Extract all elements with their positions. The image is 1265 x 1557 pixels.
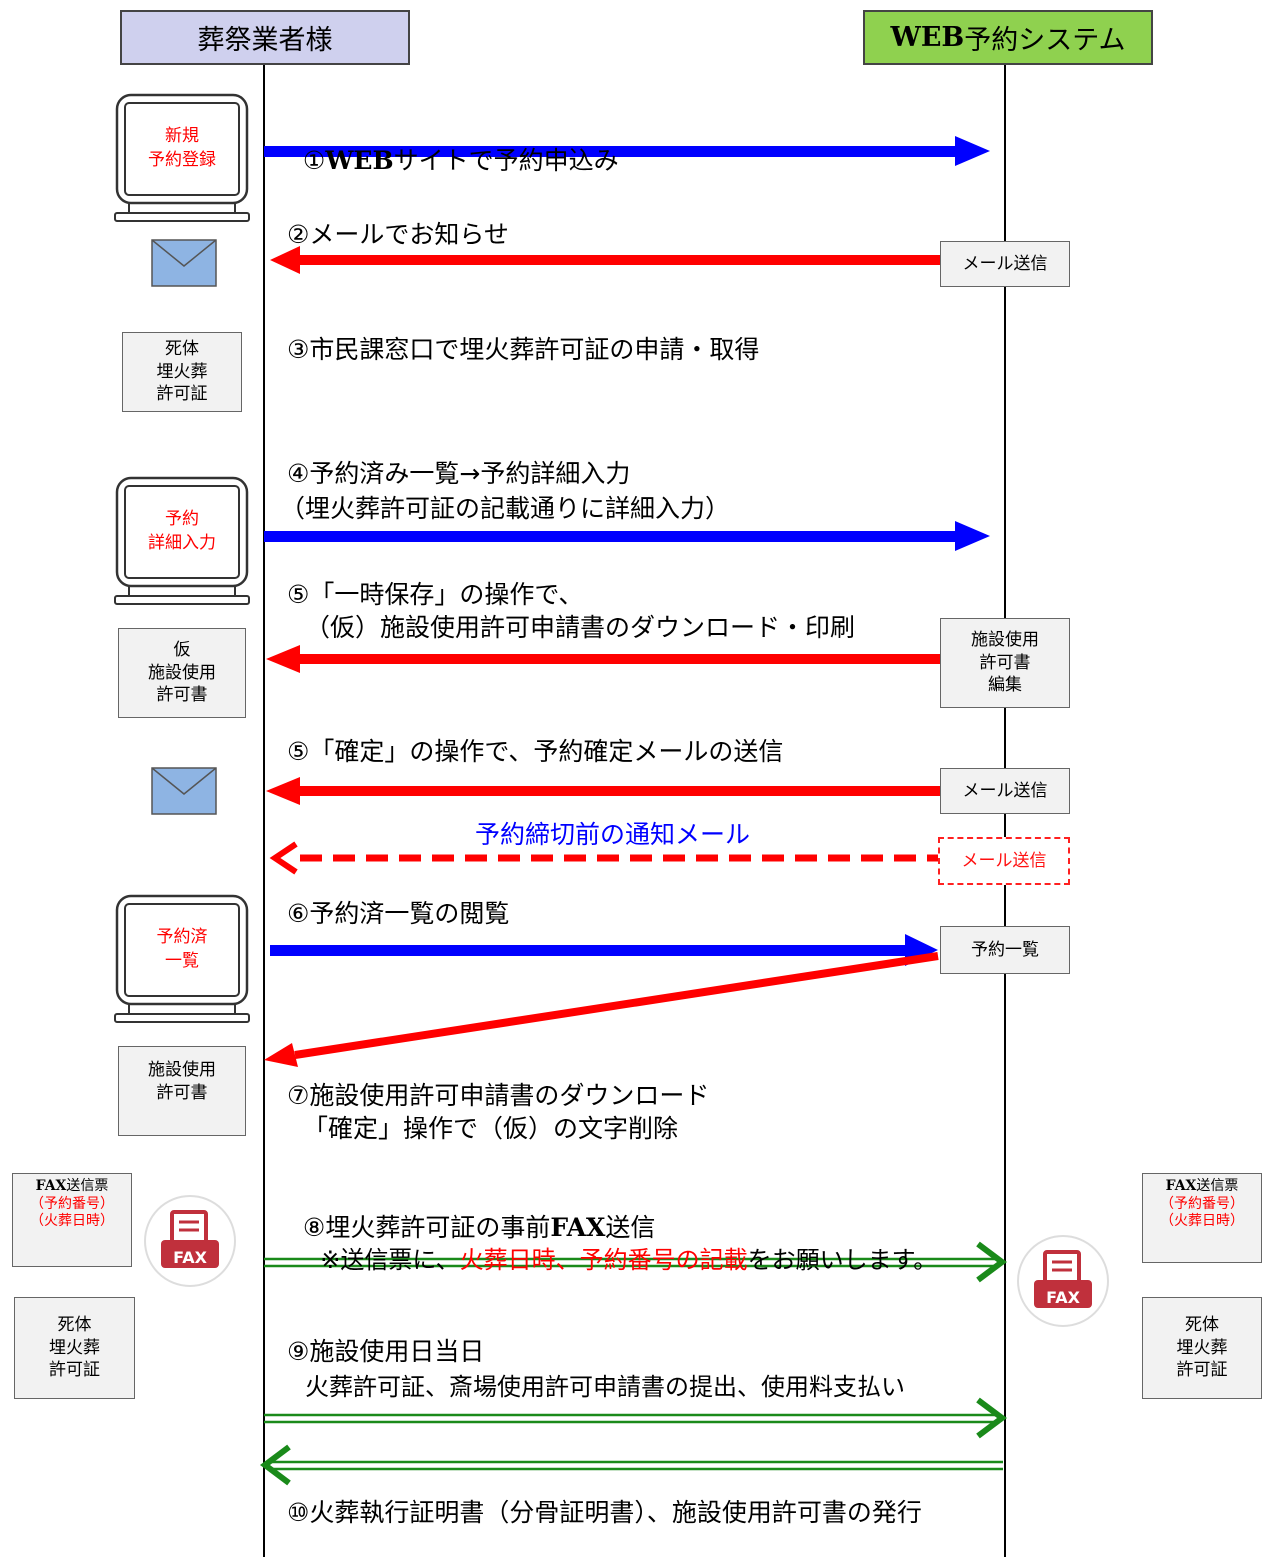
box-temp-facility-permit: 仮 施設使用 許可書 xyxy=(118,628,246,718)
actor-header-label: 葬祭業者様 xyxy=(197,25,333,56)
step4-label-line1: ④予約済み一覧→予約詳細入力 xyxy=(287,459,631,488)
box-reservation-list: 予約一覧 xyxy=(940,926,1070,974)
step1-label: ①WEBサイトで予約申込み xyxy=(287,110,619,178)
step8-note-pre: ※送信票に、 xyxy=(320,1246,460,1275)
step9-label-line1: ⑨施設使用日当日 xyxy=(287,1337,485,1366)
mail-icon xyxy=(151,767,217,815)
box-cremation-permit: 死体 埋火葬 許可証 xyxy=(1142,1297,1262,1399)
box-send-mail: メール送信 xyxy=(940,241,1070,287)
notice-mail-label: 予約締切前の通知メール xyxy=(475,820,751,849)
mail-icon xyxy=(151,239,217,287)
step8-bold: FAX xyxy=(550,1212,606,1242)
step8-note-post: をお願いします。 xyxy=(747,1246,938,1275)
fax-icon-label: FAX xyxy=(173,1248,207,1267)
fax-cover-sheet: FAX送信票 （予約番号） （火葬日時） xyxy=(12,1173,132,1267)
arrow-step4 xyxy=(264,521,990,551)
header-rest: 予約システム xyxy=(964,25,1126,56)
fax-icon xyxy=(1017,1235,1109,1327)
step2-label: ②メールでお知らせ xyxy=(287,220,509,249)
step1-rest: サイトで予約申込み xyxy=(393,145,619,175)
fax-note-reservation-no: （予約番号） xyxy=(1160,1195,1244,1212)
fax-icon xyxy=(144,1195,236,1287)
monitor-icon xyxy=(114,476,250,605)
step6-label: ⑥予約済一覧の閲覧 xyxy=(287,899,510,928)
step10-label: ⑩火葬執行証明書（分骨証明書）、施設使用許可書の発行 xyxy=(287,1498,922,1527)
header-bold-web: WEB xyxy=(890,22,965,53)
step8-rest: 送信 xyxy=(605,1212,656,1242)
arrow-notice xyxy=(269,841,938,875)
fax-note-bold: FAX xyxy=(1165,1178,1197,1194)
step3-label: ③市民課窓口で埋火葬許可証の申請・取得 xyxy=(287,335,760,364)
monitor-icon xyxy=(114,93,250,222)
arrow-step6 xyxy=(270,934,938,966)
fax-note-title: 送信票 xyxy=(66,1178,109,1194)
fax-cover-sheet: FAX送信票 （予約番号） （火葬日時） xyxy=(1142,1173,1262,1263)
step1-bold: WEB xyxy=(325,145,394,175)
box-send-mail-notice: メール送信 xyxy=(938,837,1070,885)
step8-label-line1: ⑧埋火葬許可証の事前FAX送信 xyxy=(287,1177,656,1245)
monitor-icon xyxy=(114,894,250,1023)
step7-label-line2: 「確定」操作で（仮）の文字削除 xyxy=(303,1114,679,1143)
step7-label-line1: ⑦施設使用許可申請書のダウンロード xyxy=(287,1081,710,1110)
fax-note-reservation-no: （予約番号） xyxy=(30,1195,114,1212)
arrow-step9 xyxy=(264,1397,1007,1439)
fax-note-cremation-datetime: （火葬日時） xyxy=(1160,1213,1244,1229)
step5-label-line2: （仮）施設使用許可申請書のダウンロード・印刷 xyxy=(305,613,856,642)
arrow-step1 xyxy=(264,136,990,166)
arrow-step2 xyxy=(270,246,940,274)
monitor-label-reservation-list: 予約済 一覧 xyxy=(156,927,208,971)
arrow-step7 xyxy=(264,952,939,1067)
box-cremation-permit: 死体 埋火葬 許可証 xyxy=(14,1297,135,1399)
box-send-mail: メール送信 xyxy=(940,768,1070,814)
step9-label-line2: 火葬許可証、斎場使用許可申請書の提出、使用料支払い xyxy=(305,1373,905,1401)
step5-label-line1: ⑤「一時保存」の操作で、 xyxy=(287,580,584,609)
step8-label-line2: ※送信票に、火葬日時、予約番号の記載をお願いします。 xyxy=(305,1212,937,1277)
step8-prefix: ⑧埋火葬許可証の事前 xyxy=(302,1212,551,1242)
fax-note-title: 送信票 xyxy=(1196,1178,1239,1194)
fax-note-cremation-datetime: （火葬日時） xyxy=(30,1213,114,1229)
arrow-step5c xyxy=(266,777,940,805)
fax-icon-label: FAX xyxy=(1046,1288,1080,1307)
arrow-step10 xyxy=(260,1444,1003,1486)
arrow-step5a xyxy=(266,645,940,673)
monitor-label-detail-input: 予約 詳細入力 xyxy=(148,509,216,553)
step4-label-line2: （埋火葬許可証の記載通りに詳細入力） xyxy=(280,494,731,523)
actor-header-funeral-operator: 葬祭業者様 xyxy=(120,10,410,65)
step5-confirm-label: ⑤「確定」の操作で、予約確定メールの送信 xyxy=(287,737,784,766)
arrow-step8 xyxy=(264,1241,1007,1283)
box-edit-facility-permit: 施設使用 許可書 編集 xyxy=(940,618,1070,708)
monitor-label-new-reservation: 新規 予約登録 xyxy=(148,126,216,170)
fax-note-bold: FAX xyxy=(35,1178,67,1194)
box-facility-permit: 施設使用 許可書 xyxy=(118,1046,246,1136)
step1-prefix: ① xyxy=(302,145,326,175)
box-cremation-permit: 死体 埋火葬 許可証 xyxy=(122,332,242,412)
step8-note-red: 火葬日時、予約番号の記載 xyxy=(459,1246,748,1275)
